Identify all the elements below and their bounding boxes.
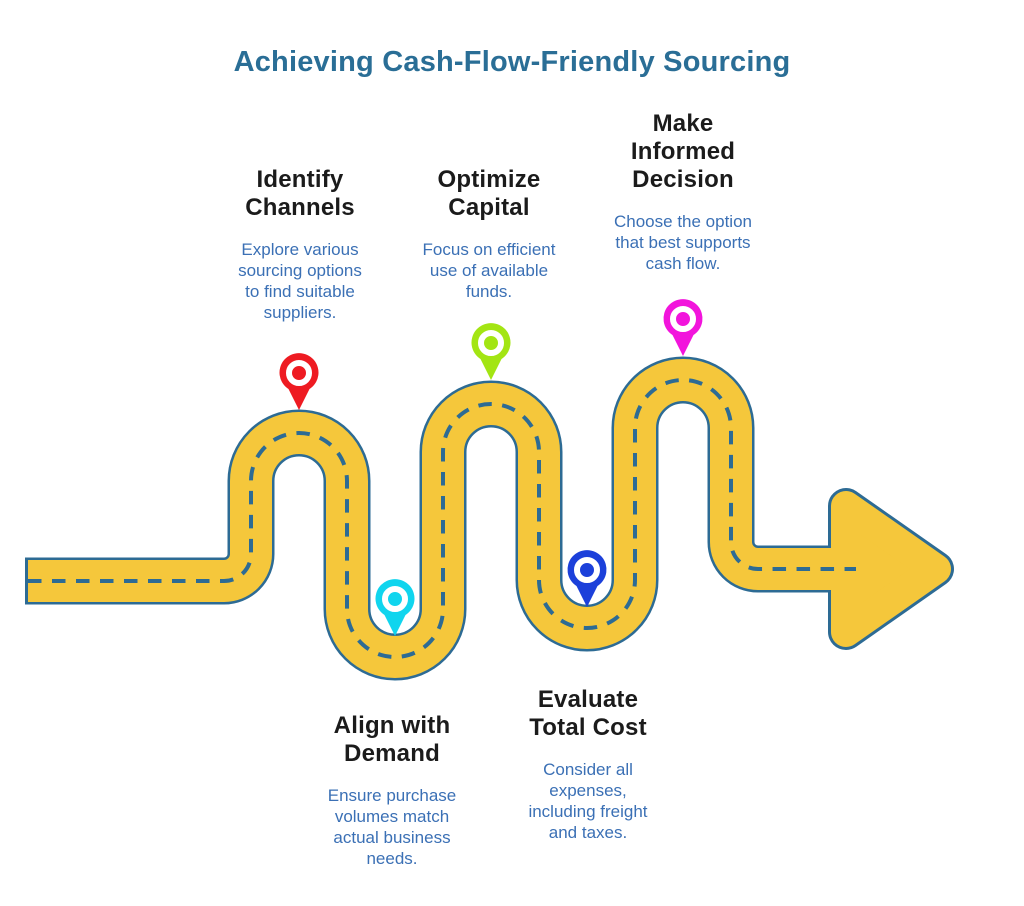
pin-align-with-demand-icon [375,579,415,636]
step-heading: Align with Demand [333,712,451,767]
step-heading: Make Informed Decision [630,110,736,193]
arrow-head-icon [831,491,951,647]
step-identify-channels: Identify Channels Explore various sourci… [184,166,416,323]
road-centerline-dash [28,378,856,659]
step-make-informed-decision: Make Informed Decision Choose the option… [567,110,799,274]
pin-ring [670,306,696,332]
step-description: Choose the option that best supports cas… [614,212,752,273]
pin-ring [574,557,600,583]
step-heading: Identify Channels [245,166,355,221]
step-align-with-demand: Align with Demand Ensure purchase volume… [276,712,508,869]
step-description: Explore various sourcing options to find… [238,240,362,322]
step-heading: Optimize Capital [437,166,541,221]
step-description: Consider all expenses, including freight… [528,760,648,842]
pin-ring [382,586,408,612]
step-evaluate-total-cost: Evaluate Total Cost Consider all expense… [472,686,704,843]
pin-ring [286,360,312,386]
pin-optimize-capital-icon [471,323,511,380]
step-heading: Evaluate Total Cost [529,686,647,741]
pin-ring [478,330,504,356]
pin-make-informed-decision-icon [663,299,703,356]
step-optimize-capital: Optimize Capital Focus on efficient use … [373,166,605,302]
diagram-title: Achieving Cash-Flow-Friendly Sourcing [233,46,791,78]
pin-evaluate-total-cost-icon [567,550,607,607]
step-description: Focus on efficient use of available fund… [422,240,556,301]
road-surface [28,359,856,678]
step-description: Ensure purchase volumes match actual bus… [327,786,457,868]
pin-identify-channels-icon [279,353,319,410]
